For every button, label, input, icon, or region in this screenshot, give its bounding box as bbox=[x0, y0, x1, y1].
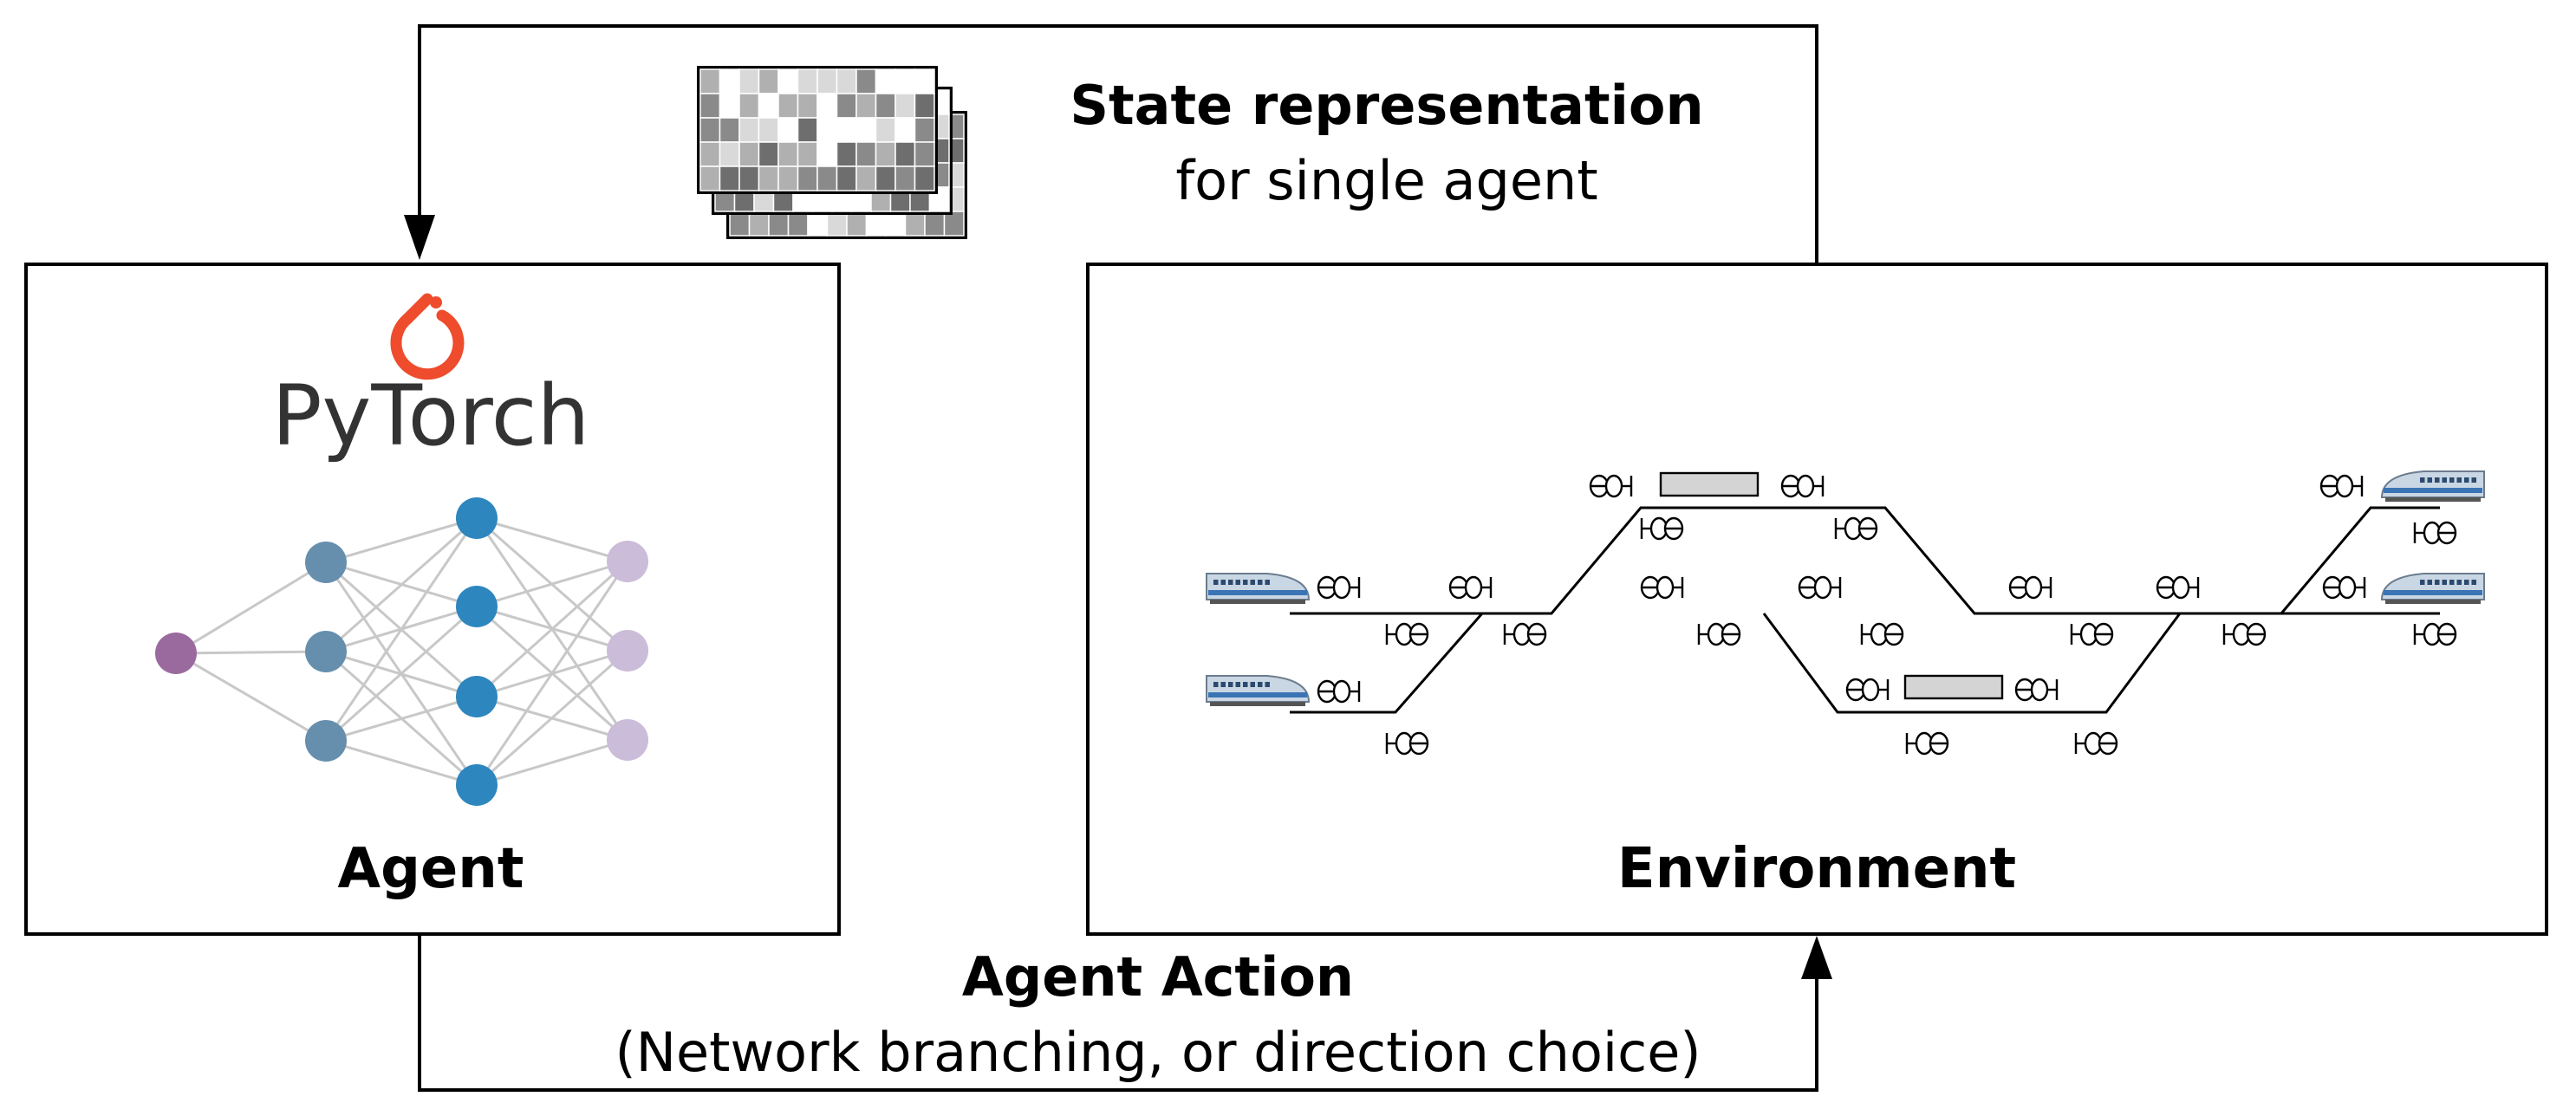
track bbox=[1290, 506, 2440, 615]
nn-node bbox=[607, 541, 648, 582]
nn-node bbox=[456, 586, 498, 627]
agent-label: Agent bbox=[338, 837, 524, 901]
neural-network-icon bbox=[155, 497, 648, 806]
pytorch-logo-text: PyTorch bbox=[272, 367, 590, 464]
nn-edge bbox=[475, 561, 629, 786]
signal-icon bbox=[2222, 622, 2267, 646]
nn-edge bbox=[325, 739, 478, 787]
train-group bbox=[1206, 470, 2485, 706]
state-subtitle: for single agent bbox=[1175, 149, 1597, 212]
nn-edge bbox=[476, 516, 628, 563]
nn-node bbox=[305, 631, 347, 672]
track bbox=[1762, 613, 2182, 714]
train-icon bbox=[2380, 573, 2485, 604]
signal-icon bbox=[1317, 679, 1361, 704]
agent-box bbox=[24, 263, 841, 936]
nn-node bbox=[456, 497, 498, 539]
track bbox=[1290, 613, 1484, 714]
signal-icon bbox=[1640, 516, 1684, 541]
signal-icon bbox=[2074, 731, 2118, 756]
signal-icon bbox=[1317, 575, 1361, 600]
nn-edge bbox=[324, 517, 478, 742]
state-grid-layer bbox=[697, 66, 938, 194]
signal-icon bbox=[1845, 678, 1890, 702]
nn-node bbox=[305, 542, 347, 583]
action-subtitle: (Network branching, or direction choice) bbox=[615, 1021, 1701, 1084]
nn-node bbox=[305, 720, 347, 762]
signal-icon bbox=[2014, 678, 2059, 702]
signal-icon bbox=[2070, 622, 2114, 646]
action-arrowhead bbox=[1801, 936, 1832, 979]
nn-edge bbox=[175, 561, 327, 655]
signal-icon bbox=[1834, 516, 1878, 541]
signal-icon bbox=[2413, 521, 2457, 545]
nn-edge bbox=[476, 560, 628, 608]
nn-edge bbox=[175, 652, 327, 743]
signal-icon bbox=[1780, 474, 1825, 498]
nn-edge bbox=[325, 695, 478, 743]
action-title: Agent Action bbox=[962, 945, 1354, 1009]
nn-edge bbox=[325, 516, 478, 564]
signal-icon bbox=[1860, 622, 1904, 646]
nn-edge bbox=[175, 650, 327, 655]
state-title: State representation bbox=[1070, 74, 1703, 137]
environment-box bbox=[1086, 263, 2548, 936]
signal-icon bbox=[1385, 731, 1429, 756]
signal-icon bbox=[2322, 575, 2366, 600]
signal-icon bbox=[1798, 575, 1842, 600]
signal-group bbox=[1317, 474, 2457, 756]
signal-icon bbox=[1697, 622, 1741, 646]
signal-icon bbox=[1905, 731, 1949, 756]
nn-node bbox=[607, 719, 648, 761]
nn-edge bbox=[325, 605, 478, 743]
signal-icon bbox=[1589, 474, 1633, 498]
signal-icon bbox=[1640, 575, 1684, 600]
nn-edge bbox=[476, 738, 628, 787]
railway-network bbox=[1290, 506, 2440, 714]
occupied-block-icon bbox=[1903, 674, 2004, 700]
action-flow-arrow bbox=[418, 934, 1818, 1092]
signal-icon bbox=[2319, 474, 2364, 498]
train-icon bbox=[1206, 573, 1311, 604]
signal-icon bbox=[2413, 622, 2457, 646]
occupied-block-icon bbox=[1659, 471, 1760, 497]
signal-icon bbox=[2008, 575, 2052, 600]
state-grid-icon bbox=[697, 66, 967, 239]
nn-edge bbox=[325, 516, 478, 653]
nn-node bbox=[607, 630, 648, 672]
signal-icon bbox=[1503, 622, 1547, 646]
train-icon bbox=[2380, 470, 2485, 502]
nn-node bbox=[456, 676, 498, 717]
nn-edge bbox=[476, 649, 628, 787]
environment-label: Environment bbox=[1617, 837, 2016, 901]
signal-icon bbox=[2156, 575, 2200, 600]
pytorch-flame-icon bbox=[390, 293, 465, 380]
signal-icon bbox=[1385, 622, 1429, 646]
nn-edge bbox=[475, 560, 629, 698]
state-flow-arrow bbox=[418, 24, 1818, 264]
state-arrowhead bbox=[404, 215, 435, 260]
nn-node bbox=[456, 764, 498, 806]
train-icon bbox=[1206, 675, 1311, 706]
signal-icon bbox=[1448, 575, 1493, 600]
nn-node bbox=[155, 633, 197, 674]
